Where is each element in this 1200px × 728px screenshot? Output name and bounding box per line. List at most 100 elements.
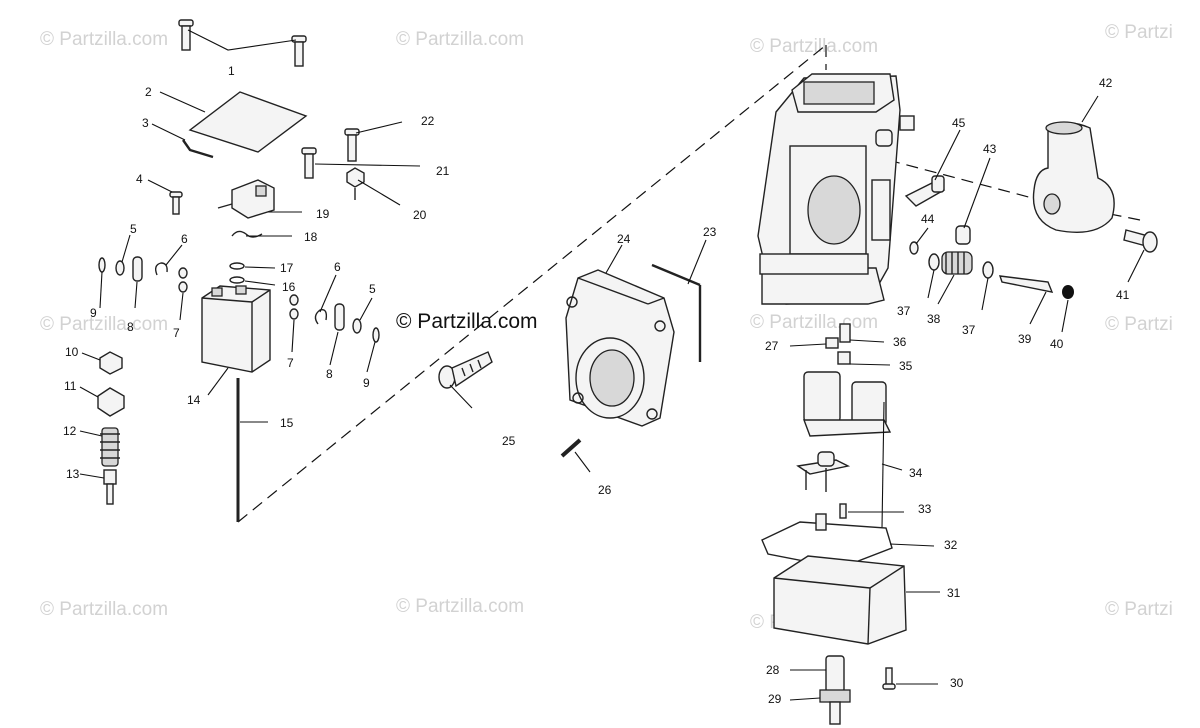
callout-10: 10 <box>65 345 79 359</box>
part-gasket-23 <box>651 239 707 362</box>
part-screw-25 <box>438 351 493 409</box>
part-clip-18 <box>231 230 292 238</box>
callout-37: 37 <box>897 304 911 318</box>
part-flange-24 <box>565 244 675 427</box>
part-washer-44 <box>909 227 929 255</box>
callout-27: 27 <box>765 339 779 353</box>
callout-39: 39 <box>1018 332 1032 346</box>
part-jet-13 <box>79 469 117 505</box>
watermark: © Partzilla.com <box>396 596 524 617</box>
part-gasket-32 <box>761 513 935 569</box>
part-screw-30 <box>882 667 938 690</box>
callout-6b: 6 <box>334 260 341 274</box>
callout-26: 26 <box>598 483 612 497</box>
callout-9b: 9 <box>363 376 370 390</box>
part-needle-39 <box>998 275 1054 325</box>
part-jet-27 <box>789 337 839 349</box>
callout-14: 14 <box>187 393 201 407</box>
part-float-arm-34 <box>796 451 851 492</box>
callout-4: 4 <box>136 172 143 186</box>
part-pin-26 <box>560 438 591 473</box>
callout-21: 21 <box>436 164 450 178</box>
part-wire-3 <box>151 123 214 159</box>
callout-8b: 8 <box>326 367 333 381</box>
part-clips-16-17 <box>229 262 276 286</box>
callout-1: 1 <box>228 64 235 78</box>
part-spring-38 <box>937 251 973 305</box>
part-screw-41 <box>1123 229 1158 283</box>
callout-23: 23 <box>703 225 717 239</box>
callout-5b: 5 <box>369 282 376 296</box>
part-screw-21 <box>301 147 421 179</box>
callout-40: 40 <box>1050 337 1064 351</box>
part-screw-4 <box>147 179 183 215</box>
callout-42: 42 <box>1099 76 1113 90</box>
part-small-clips-right <box>289 274 380 373</box>
part-float-bowl-31 <box>773 555 940 645</box>
callout-29: 29 <box>768 692 782 706</box>
part-small-clips-left <box>98 234 188 321</box>
callout-32: 32 <box>944 538 958 552</box>
callout-22: 22 <box>421 114 435 128</box>
callout-7: 7 <box>173 326 180 340</box>
part-cover-plate-2 <box>159 91 308 153</box>
part-cover-42 <box>1032 95 1115 233</box>
watermark: © Partzilla.com <box>750 36 878 57</box>
callout-28: 28 <box>766 663 780 677</box>
callout-18: 18 <box>304 230 318 244</box>
watermark-clipped: © Partzi <box>1105 314 1173 335</box>
watermark: © Partzilla.com <box>750 312 878 333</box>
part-bracket-19 <box>217 179 302 219</box>
part-drain-28-29 <box>789 655 851 725</box>
callout-41: 41 <box>1116 288 1130 302</box>
callout-44: 44 <box>921 212 935 226</box>
watermark: © Partzilla.com <box>40 314 168 335</box>
part-carburetor-body <box>757 73 915 305</box>
part-ball-40 <box>1061 285 1074 333</box>
callout-12: 12 <box>63 424 77 438</box>
watermark: © Partzilla.com <box>396 29 524 50</box>
callout-15: 15 <box>280 416 294 430</box>
callout-11: 11 <box>64 379 77 393</box>
part-nut-10 <box>81 351 123 375</box>
part-jet-36 <box>839 323 885 343</box>
part-spring-12 <box>79 427 120 467</box>
callout-25: 25 <box>502 434 516 448</box>
callout-7b: 7 <box>287 356 294 370</box>
part-nut-11 <box>79 386 125 417</box>
callout-30: 30 <box>950 676 964 690</box>
callout-17: 17 <box>280 261 294 275</box>
callout-45: 45 <box>952 116 966 130</box>
callout-31: 31 <box>947 586 961 600</box>
part-jet-35 <box>837 351 891 366</box>
callout-2: 2 <box>145 85 152 99</box>
watermark: © Partzilla.com <box>40 29 168 50</box>
callout-34: 34 <box>909 466 923 480</box>
part-screw-33 <box>839 503 904 519</box>
callout-19: 19 <box>316 207 330 221</box>
callout-5: 5 <box>130 222 137 236</box>
part-slide-block-14 <box>201 285 271 396</box>
callout-37b: 37 <box>962 323 976 337</box>
callout-43: 43 <box>983 142 997 156</box>
callout-3: 3 <box>142 116 149 130</box>
part-washer-37 <box>927 253 940 299</box>
callout-38: 38 <box>927 312 941 326</box>
callout-8: 8 <box>127 320 134 334</box>
callout-6: 6 <box>181 232 188 246</box>
callout-13: 13 <box>66 467 80 481</box>
watermark-clipped: © Partzi <box>1105 599 1173 620</box>
callout-20: 20 <box>413 208 427 222</box>
callout-16: 16 <box>282 280 296 294</box>
callout-33: 33 <box>918 502 932 516</box>
part-screws-1 <box>178 19 307 67</box>
part-fitting-45 <box>904 129 961 207</box>
part-screw-22 <box>344 121 403 162</box>
watermark-center: © Partzilla.com <box>396 310 538 333</box>
part-float-34 <box>802 371 903 529</box>
watermark: © Partzilla.com <box>40 599 168 620</box>
callout-labels: 1 2 3 4 5 6 9 8 7 10 11 12 13 14 15 16 1… <box>63 64 1130 706</box>
callout-24: 24 <box>617 232 631 246</box>
callout-36: 36 <box>893 335 907 349</box>
